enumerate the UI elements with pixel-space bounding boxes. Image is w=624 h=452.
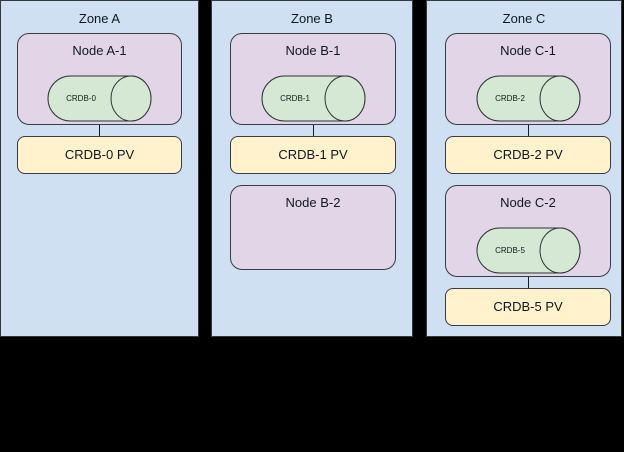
connector-line — [528, 272, 529, 289]
database-label: CRDB-1 — [280, 93, 310, 103]
persistent-volume-box[interactable]: CRDB-0 PV — [17, 136, 182, 174]
zone-title: Zone C — [502, 11, 546, 26]
persistent-volume-label: CRDB-0 PV — [64, 147, 135, 162]
connector-line — [528, 120, 529, 137]
connector-line — [99, 120, 100, 137]
database-cylinder[interactable]: CRDB-0 — [47, 75, 152, 122]
database-label: CRDB-2 — [495, 93, 525, 103]
database-label: CRDB-0 — [66, 93, 96, 103]
cylinder-shape — [476, 227, 581, 274]
cylinder-shape — [47, 75, 152, 122]
zone-title: Zone A — [78, 11, 121, 26]
persistent-volume-label: CRDB-2 PV — [493, 147, 563, 162]
database-cylinder[interactable]: CRDB-5 — [476, 227, 581, 274]
node-title: Node A-1 — [72, 43, 127, 58]
connector-line — [313, 120, 314, 137]
persistent-volume-box[interactable]: CRDB-5 PV — [445, 288, 611, 326]
zone-title: Zone B — [291, 11, 333, 26]
node-title: Node C-2 — [500, 195, 556, 210]
node-box[interactable]: Node B-2 — [230, 185, 396, 270]
database-label: CRDB-5 — [495, 245, 525, 255]
persistent-volume-label: CRDB-5 PV — [493, 299, 563, 314]
persistent-volume-label: CRDB-1 PV — [278, 147, 348, 162]
persistent-volume-box[interactable]: CRDB-2 PV — [445, 136, 611, 174]
node-title: Node B-2 — [285, 195, 341, 210]
node-title: Node B-1 — [285, 43, 341, 58]
cylinder-shape — [476, 75, 581, 122]
database-cylinder[interactable]: CRDB-1 — [261, 75, 366, 122]
database-cylinder[interactable]: CRDB-2 — [476, 75, 581, 122]
node-title: Node C-1 — [500, 43, 556, 58]
cylinder-shape — [261, 75, 366, 122]
persistent-volume-box[interactable]: CRDB-1 PV — [230, 136, 396, 174]
